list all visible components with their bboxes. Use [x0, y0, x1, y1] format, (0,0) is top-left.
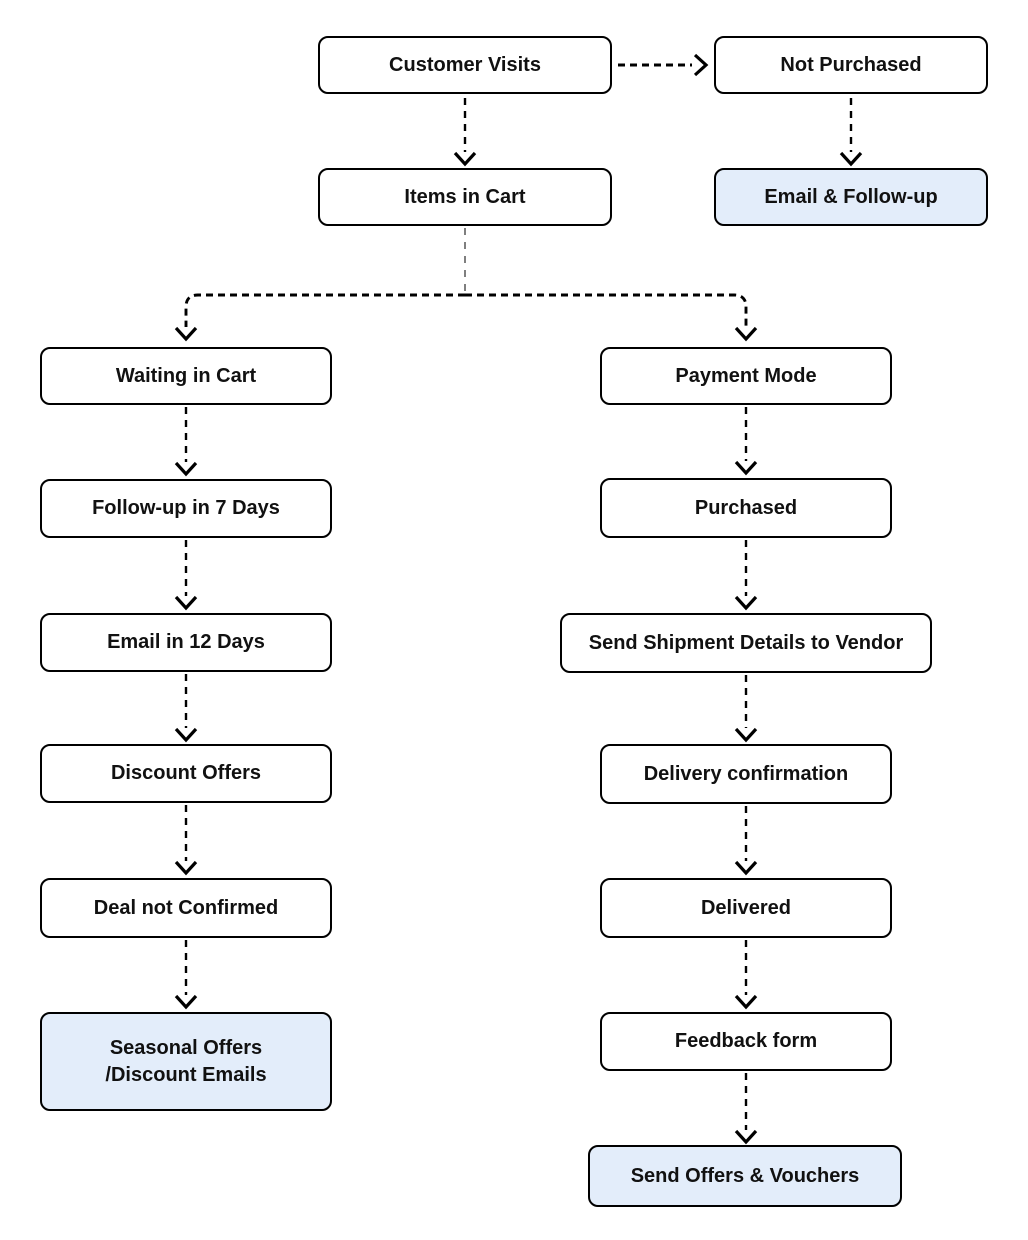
node-not-purchased: Not Purchased — [714, 36, 988, 94]
node-customer-visits: Customer Visits — [318, 36, 612, 94]
node-follow-up-in-7-days: Follow-up in 7 Days — [40, 479, 332, 538]
node-label: Discount Offers — [110, 762, 262, 784]
node-label: Payment Mode — [675, 364, 817, 387]
node-label: Not Purchased — [780, 53, 922, 76]
node-label-line2: /Discount Emails — [105, 1063, 267, 1086]
node-label: Deal not Confirmed — [93, 896, 279, 919]
node-waiting-in-cart: Waiting in Cart — [40, 347, 332, 405]
edge-send-shipment-to-delivery-confirmation — [734, 675, 758, 743]
node-label-line1: Seasonal Offers — [109, 1036, 263, 1059]
node-payment-mode: Payment Mode — [600, 347, 892, 405]
node-label: Follow-up in 7 Days — [92, 497, 280, 519]
edge-customer-visits-to-items-in-cart — [453, 98, 477, 167]
edge-not-purchased-to-email-follow-up — [839, 98, 863, 167]
node-feedback-form: Feedback form — [600, 1012, 892, 1071]
edge-deal-not-confirmed-to-seasonal-offers — [174, 940, 198, 1010]
node-label: Purchased — [694, 496, 798, 519]
node-deal-not-confirmed: Deal not Confirmed — [40, 878, 332, 938]
node-label: Items in Cart — [404, 185, 526, 208]
node-delivery-confirmation: Delivery confirmation — [600, 744, 892, 804]
edge-items-in-cart-split — [174, 228, 758, 342]
node-label: Customer Visits — [389, 53, 541, 76]
node-label: Delivered — [700, 896, 792, 919]
edge-email-12-to-discount-offers — [174, 674, 198, 743]
node-label: Feedback form — [674, 1030, 818, 1052]
node-email-follow-up: Email & Follow-up — [714, 168, 988, 226]
edge-discount-offers-to-deal-not-confirmed — [174, 805, 198, 876]
node-label: Delivery confirmation — [643, 762, 849, 785]
edge-delivery-confirmation-to-delivered — [734, 806, 758, 876]
node-purchased: Purchased — [600, 478, 892, 538]
node-seasonal-offers-discount-emails: Seasonal Offers /Discount Emails — [40, 1012, 332, 1111]
node-label: Send Shipment Details to Vendor — [588, 631, 904, 654]
node-label: Waiting in Cart — [115, 364, 257, 387]
node-send-offers-and-vouchers: Send Offers & Vouchers — [588, 1145, 902, 1207]
node-items-in-cart: Items in Cart — [318, 168, 612, 226]
edge-feedback-form-to-send-offers — [734, 1073, 758, 1145]
edge-delivered-to-feedback-form — [734, 940, 758, 1010]
node-send-shipment-details-to-vendor: Send Shipment Details to Vendor — [560, 613, 932, 673]
node-label: Email & Follow-up — [764, 185, 938, 208]
node-email-in-12-days: Email in 12 Days — [40, 613, 332, 672]
edge-customer-visits-to-not-purchased — [618, 53, 709, 77]
node-discount-offers: Discount Offers — [40, 744, 332, 803]
edge-follow-up-to-email-12 — [174, 540, 198, 611]
node-label: Email in 12 Days — [107, 631, 265, 653]
edge-purchased-to-send-shipment — [734, 540, 758, 611]
edge-waiting-to-follow-up — [174, 407, 198, 477]
edge-payment-mode-to-purchased — [734, 407, 758, 476]
node-delivered: Delivered — [600, 878, 892, 938]
node-label: Send Offers & Vouchers — [630, 1164, 860, 1187]
